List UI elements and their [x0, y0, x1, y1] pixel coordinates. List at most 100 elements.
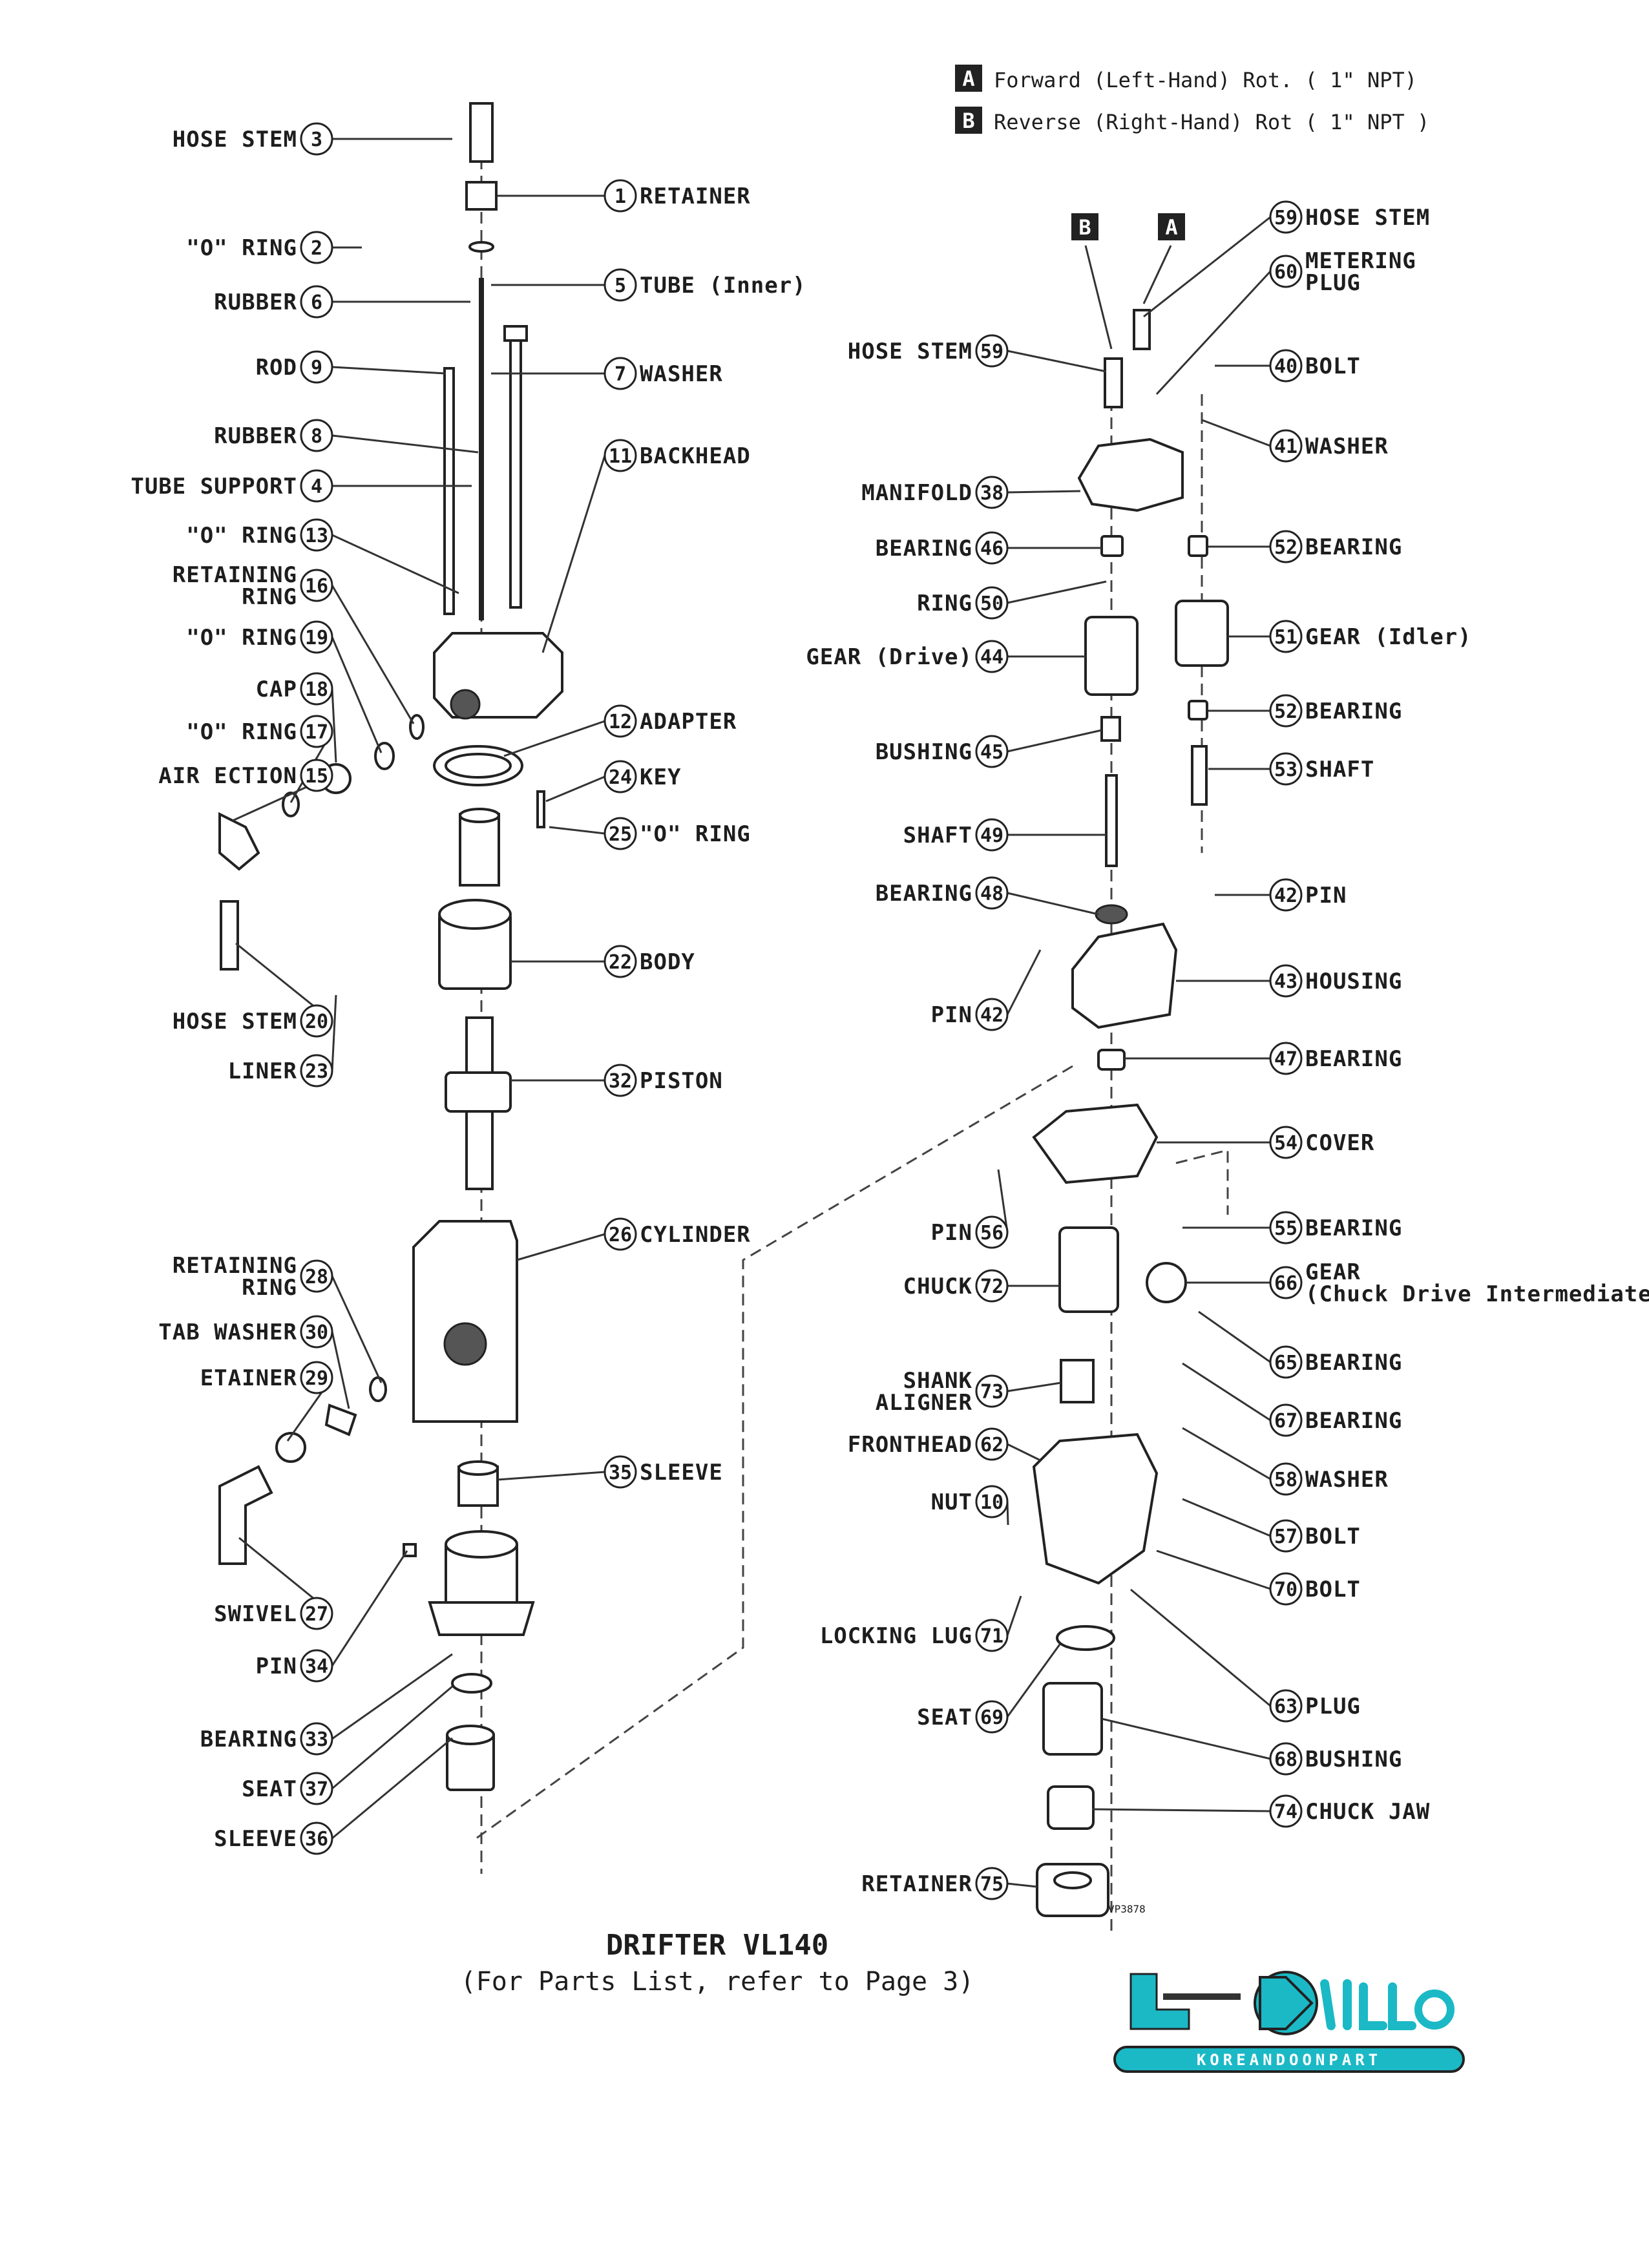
callout-number: 10	[980, 1491, 1003, 1514]
chuck-part	[1058, 1226, 1119, 1313]
callout-label: TAB WASHER	[158, 1319, 297, 1345]
callout-label: BUSHING	[1305, 1747, 1402, 1772]
callout-label: GEAR (Idler)	[1305, 624, 1472, 650]
callout-label: BEARING	[200, 1727, 297, 1752]
brand-logo: KOREANDOONPART	[1113, 1971, 1465, 2073]
callout-number-circle	[975, 1215, 1009, 1249]
callout-label: BEARING	[1305, 1046, 1402, 1072]
callout-number: 44	[980, 646, 1003, 669]
bushing-part	[1042, 1682, 1103, 1756]
callout-number: 74	[1274, 1801, 1297, 1823]
callout-label: PIN	[931, 1220, 972, 1246]
callout-number: 65	[1274, 1352, 1297, 1374]
cover-part	[1032, 1103, 1159, 1184]
callout-number: 11	[609, 445, 632, 468]
callout-number: 71	[980, 1625, 1003, 1648]
callout-number: 24	[609, 766, 632, 789]
callout-number: 29	[305, 1367, 328, 1390]
callout-label: PLUG	[1305, 270, 1361, 296]
callout-number: 34	[305, 1655, 328, 1678]
callout-number: 7	[614, 363, 626, 386]
callout-label: HOSE STEM	[848, 339, 972, 364]
callout-number: 38	[980, 482, 1003, 505]
callout-number-circle	[300, 759, 333, 792]
callout-number: 41	[1274, 436, 1297, 458]
callout-number: 4	[311, 476, 322, 498]
callout-number: 49	[980, 824, 1003, 847]
callout-label: COVER	[1305, 1130, 1374, 1156]
logo-d-icon	[1259, 1976, 1314, 2030]
callout-number-circle	[300, 1772, 333, 1805]
tag-b: B	[1078, 215, 1091, 240]
callout-number: 28	[305, 1266, 328, 1288]
callout-number-circle	[1269, 752, 1303, 786]
legend-tag-a-box	[955, 65, 982, 92]
callout-number: 72	[980, 1276, 1003, 1298]
legend-tag-b-box	[955, 107, 982, 134]
callout-label: ALIGNER	[876, 1390, 972, 1416]
air-connection-part	[218, 812, 260, 871]
callout-label: RING	[242, 584, 297, 610]
right-assembly: B A	[1032, 213, 1229, 1932]
callout-number: 46	[980, 538, 1003, 560]
callout-label: ETAINER	[200, 1365, 297, 1391]
logo-machine-icon	[1129, 1973, 1190, 2030]
callout-number-circle	[1269, 255, 1303, 288]
callout-number-circle	[604, 1064, 637, 1097]
callout-label: "O" RING	[186, 235, 297, 261]
callout-number-circle	[975, 1485, 1009, 1518]
callout-number: 30	[305, 1321, 328, 1344]
callout-label: TUBE (Inner)	[640, 273, 806, 299]
callout-number: 9	[311, 357, 322, 379]
callout-number-circle	[1269, 1794, 1303, 1828]
callout-number-circle	[1269, 1266, 1303, 1299]
callout-30: 30 TAB WASHER	[158, 1315, 350, 1409]
callout-number-circle	[1269, 1689, 1303, 1723]
callout-number-circle	[300, 1259, 333, 1293]
callout-number-circle	[975, 876, 1009, 910]
callout-label: ADAPTER	[640, 709, 737, 735]
callout-label: "O" RING	[186, 625, 297, 651]
retainer-part	[465, 181, 498, 211]
callout-number-circle	[604, 268, 637, 302]
callout-number-circle	[1269, 1345, 1303, 1379]
callout-label: PIN	[1305, 883, 1347, 908]
drive-gear-part	[1084, 616, 1139, 696]
callout-number-circle	[1269, 1462, 1303, 1496]
callout-number-circle	[300, 518, 333, 552]
callout-label: RETAINING	[173, 562, 297, 588]
callout-number-circle	[975, 531, 1009, 565]
callout-number: 52	[1274, 700, 1297, 723]
callout-number-circle	[1269, 1572, 1303, 1606]
callout-number-circle	[1269, 620, 1303, 653]
callout-number: 63	[1274, 1696, 1297, 1718]
callout-number-circle	[300, 1054, 333, 1087]
cylinder-part	[412, 1220, 518, 1423]
callout-number-circle	[1269, 1042, 1303, 1075]
swivel-part	[218, 1465, 273, 1565]
callout-number: 2	[311, 237, 322, 260]
callout-29: 29 ETAINER	[200, 1361, 333, 1442]
callout-label: BEARING	[1305, 698, 1402, 724]
